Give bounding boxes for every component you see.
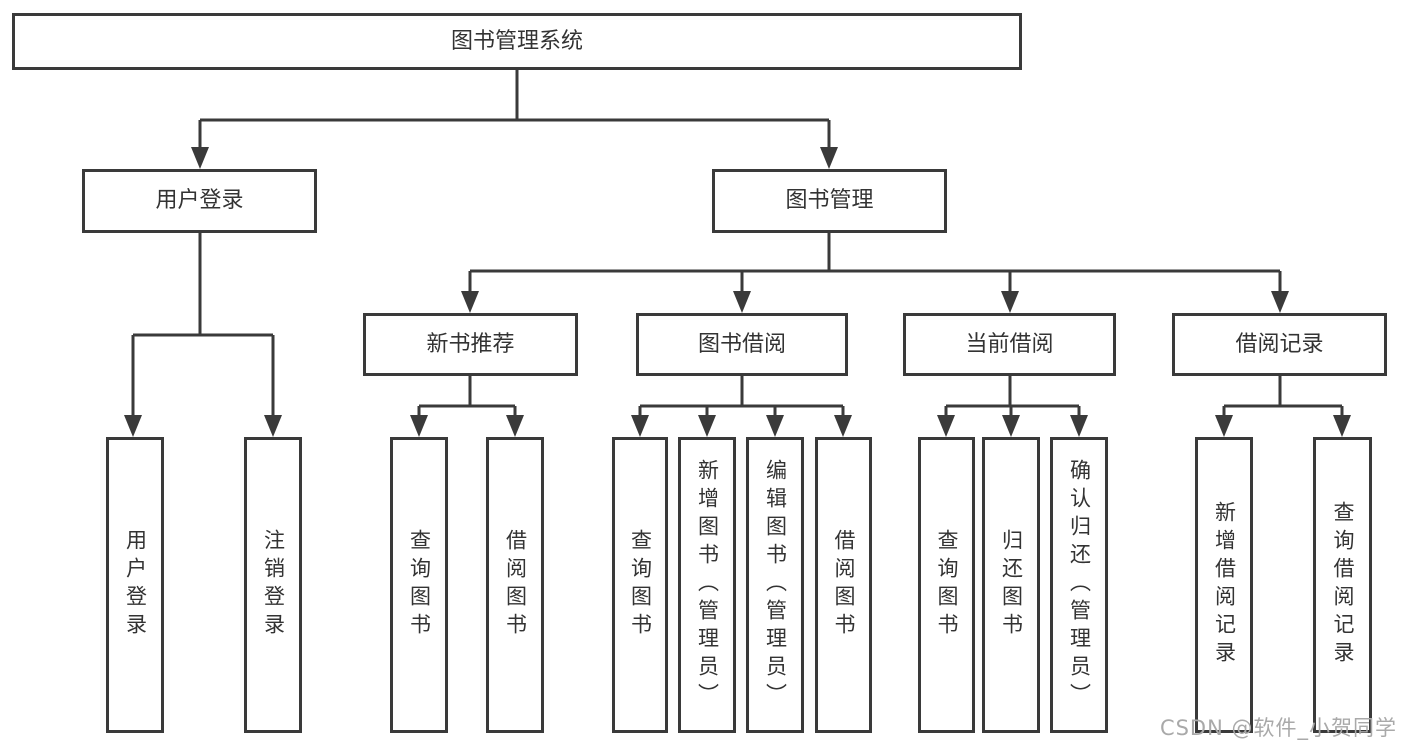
leaf-recommend-borrow-book: 借阅图书: [486, 437, 544, 733]
node-root: 图书管理系统: [12, 13, 1022, 70]
node-current-borrow: 当前借阅: [903, 313, 1116, 376]
leaf-borrow-query-book: 查询图书: [612, 437, 668, 733]
node-book-management: 图书管理: [712, 169, 947, 233]
node-user-login: 用户登录: [82, 169, 317, 233]
leaf-record-add-record: 新增借阅记录: [1195, 437, 1253, 733]
leaf-recommend-query-book: 查询图书: [390, 437, 448, 733]
node-borrow-record: 借阅记录: [1172, 313, 1387, 376]
csdn-watermark: CSDN @软件_小贺同学: [1159, 716, 1397, 740]
node-new-book-recommend: 新书推荐: [363, 313, 578, 376]
leaf-current-query-book: 查询图书: [918, 437, 975, 733]
leaf-borrow-add-book-admin: 新增图书（管理员）: [678, 437, 736, 733]
arrowhead-icons: [124, 147, 1351, 437]
leaf-current-confirm-return-admin: 确认归还（管理员）: [1050, 437, 1108, 733]
leaf-borrow-borrow-book: 借阅图书: [815, 437, 872, 733]
leaf-borrow-edit-book-admin: 编辑图书（管理员）: [746, 437, 804, 733]
leaf-logout: 注销登录: [244, 437, 302, 733]
leaf-current-return-book: 归还图书: [982, 437, 1040, 733]
node-book-borrow: 图书借阅: [636, 313, 848, 376]
leaf-user-login: 用户登录: [106, 437, 164, 733]
leaf-record-query-record: 查询借阅记录: [1313, 437, 1372, 733]
